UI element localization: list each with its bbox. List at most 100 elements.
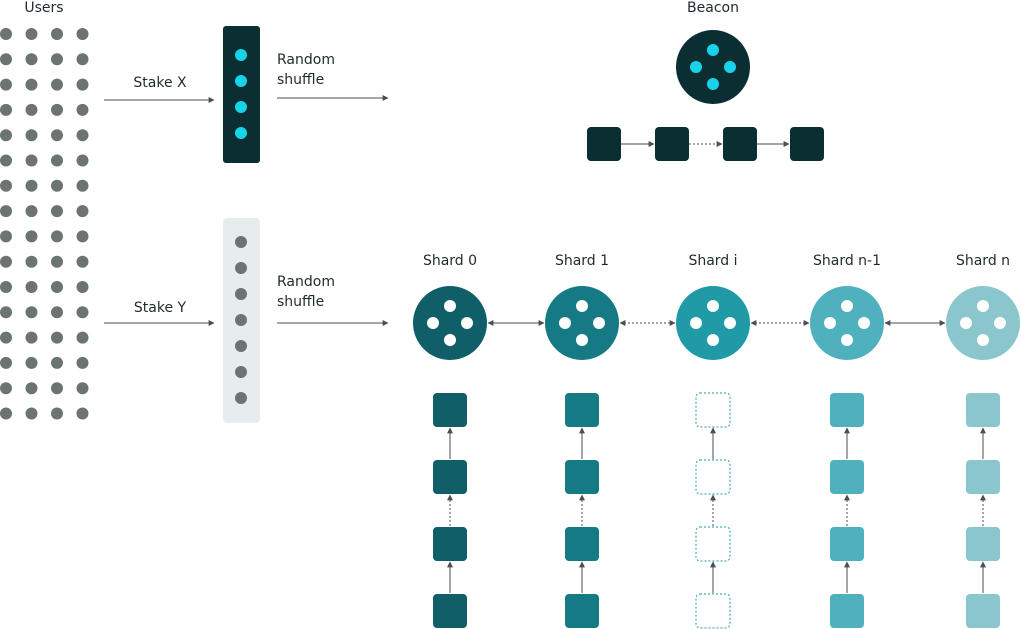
user-dot <box>0 230 12 243</box>
shard-validator-dot <box>724 317 736 329</box>
shard-label: Shard n <box>956 253 1010 269</box>
user-dot <box>0 78 12 91</box>
beacon-validator-dot <box>707 78 719 90</box>
shard-block <box>830 527 864 561</box>
stake-y-validators <box>235 236 247 404</box>
user-dot <box>76 154 89 167</box>
users-grid <box>0 28 89 420</box>
stake-x-validator-dot <box>235 101 247 113</box>
user-dot <box>76 179 89 192</box>
shard-node <box>545 286 619 360</box>
user-dot <box>76 103 89 116</box>
user-dot <box>51 103 63 116</box>
shard-validator-dot <box>858 317 870 329</box>
shard-block <box>966 527 1000 561</box>
shard-validator-dot <box>977 334 989 346</box>
shard-label: Shard n-1 <box>813 253 881 269</box>
user-dot <box>0 129 12 142</box>
shard-block <box>830 594 864 628</box>
shard-node <box>946 286 1020 360</box>
stake-y-validator-dot <box>235 262 247 274</box>
beacon-validator-dot <box>707 44 719 56</box>
shard-block <box>565 527 599 561</box>
user-dot <box>51 331 63 344</box>
shard-validator-dot <box>841 300 853 312</box>
stake-y-validator-dot <box>235 366 247 378</box>
user-dot <box>0 28 12 40</box>
user-dot <box>76 331 89 344</box>
stake-y-validator-dot <box>235 392 247 404</box>
beacon-block <box>655 127 689 161</box>
beacon-block <box>790 127 824 161</box>
user-dot <box>76 129 89 142</box>
user-dot <box>25 28 38 40</box>
shard-block <box>433 527 467 561</box>
shard-block <box>695 526 731 562</box>
shard-validator-dot <box>576 300 588 312</box>
stake-x-validator-dot <box>235 127 247 139</box>
stake-x-label: Stake X <box>133 75 187 91</box>
user-dot <box>25 407 38 420</box>
user-dot <box>0 382 12 395</box>
shard-validator-dot <box>960 317 972 329</box>
user-dot <box>76 28 89 40</box>
user-dot <box>51 281 63 293</box>
user-dot <box>76 230 89 243</box>
user-dot <box>25 129 38 142</box>
random-shuffle-bottom-line1: Random <box>277 274 335 290</box>
shard-3: Shard n-1 <box>810 253 884 628</box>
user-dot <box>51 179 63 192</box>
user-dot <box>25 103 38 116</box>
shard-block <box>695 593 731 629</box>
random-shuffle-bottom-line2: shuffle <box>277 294 324 310</box>
shard-validator-dot <box>461 317 473 329</box>
shard-validator-dot <box>444 334 456 346</box>
shard-block <box>565 460 599 494</box>
user-dot <box>25 78 38 91</box>
shard-node <box>810 286 884 360</box>
shard-label: Shard 1 <box>555 253 609 269</box>
stake-y-validator-dot <box>235 340 247 352</box>
shard-block <box>565 594 599 628</box>
shard-validator-dot <box>707 334 719 346</box>
user-dot <box>51 255 63 268</box>
stake-y-validator-dot <box>235 236 247 248</box>
beacon-label: Beacon <box>687 0 739 16</box>
shard-validator-dot <box>690 317 702 329</box>
user-dot <box>51 53 63 66</box>
user-dot <box>0 255 12 268</box>
shard-node <box>676 286 750 360</box>
user-dot <box>25 205 38 218</box>
user-dot <box>76 281 89 293</box>
user-dot <box>76 356 89 369</box>
user-dot <box>76 53 89 66</box>
users-label: Users <box>24 0 63 16</box>
user-dot <box>51 154 63 167</box>
shard-validator-dot <box>707 300 719 312</box>
stake-y-validator-dot <box>235 314 247 326</box>
shard-block <box>830 460 864 494</box>
user-dot <box>76 382 89 395</box>
shard-validator-dot <box>977 300 989 312</box>
user-dot <box>51 28 63 40</box>
user-dot <box>25 331 38 344</box>
stake-x-validators <box>235 49 247 139</box>
user-dot <box>51 407 63 420</box>
shard-0: Shard 0 <box>413 253 487 628</box>
user-dot <box>51 306 63 319</box>
user-dot <box>76 78 89 91</box>
shard-2: Shard i <box>676 253 750 629</box>
user-dot <box>25 255 38 268</box>
user-dot <box>25 356 38 369</box>
shard-1: Shard 1 <box>545 253 619 628</box>
beacon-block <box>723 127 757 161</box>
shard-validator-dot <box>427 317 439 329</box>
user-dot <box>76 205 89 218</box>
user-dot <box>0 281 12 293</box>
shards: Shard 0 Shard 1 Shard i Shard n-1 Shard n <box>413 253 1020 629</box>
shard-validator-dot <box>994 317 1006 329</box>
shard-block <box>966 460 1000 494</box>
user-dot <box>76 306 89 319</box>
user-dot <box>0 331 12 344</box>
